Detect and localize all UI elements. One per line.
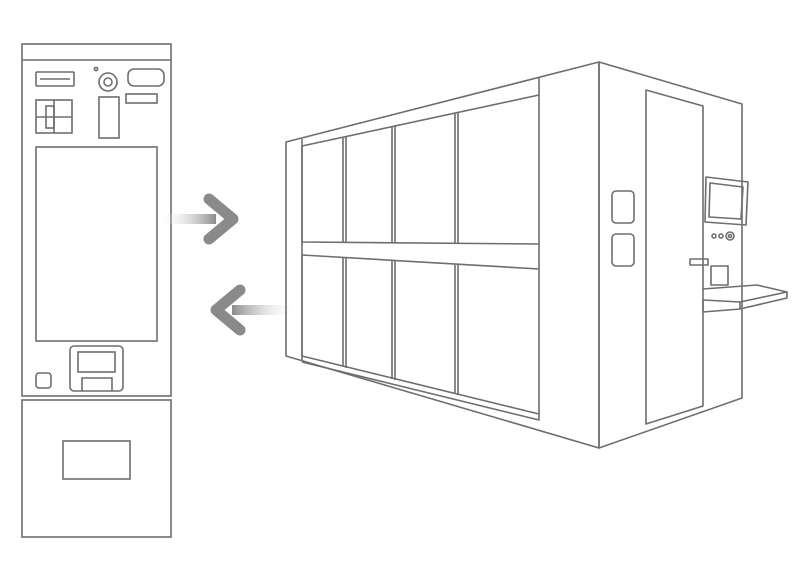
kiosk-upper-body xyxy=(21,43,172,397)
receipt-slot xyxy=(125,93,158,104)
touch-screen xyxy=(35,146,158,342)
camera-indicator xyxy=(93,66,99,72)
dispenser-pocket xyxy=(69,345,124,392)
upper-doors xyxy=(301,112,540,245)
storage-unit xyxy=(285,61,788,449)
arrow-right xyxy=(158,193,239,245)
camera-lens-inner xyxy=(103,77,113,87)
middle-rail xyxy=(301,254,540,270)
lower-doors xyxy=(301,255,540,415)
coin-slot xyxy=(127,68,165,87)
keypad xyxy=(35,99,73,134)
kiosk-lower-body xyxy=(21,399,172,538)
storage-front-frame xyxy=(301,94,540,421)
arrow-left xyxy=(210,284,298,336)
control-monitor xyxy=(704,176,749,226)
service-shelf xyxy=(702,265,788,313)
storage-side-face xyxy=(598,61,743,449)
kiosk xyxy=(21,43,172,538)
kiosk-button xyxy=(35,372,52,389)
side-panel-bottom xyxy=(611,233,635,267)
card-slot xyxy=(35,71,75,87)
camera-lens-outer xyxy=(98,72,118,92)
lower-panel xyxy=(62,440,131,480)
control-buttons xyxy=(711,231,735,241)
side-panel-top xyxy=(611,190,635,224)
card-reader xyxy=(98,96,120,139)
side-door xyxy=(645,89,704,425)
control-slot xyxy=(689,258,709,266)
